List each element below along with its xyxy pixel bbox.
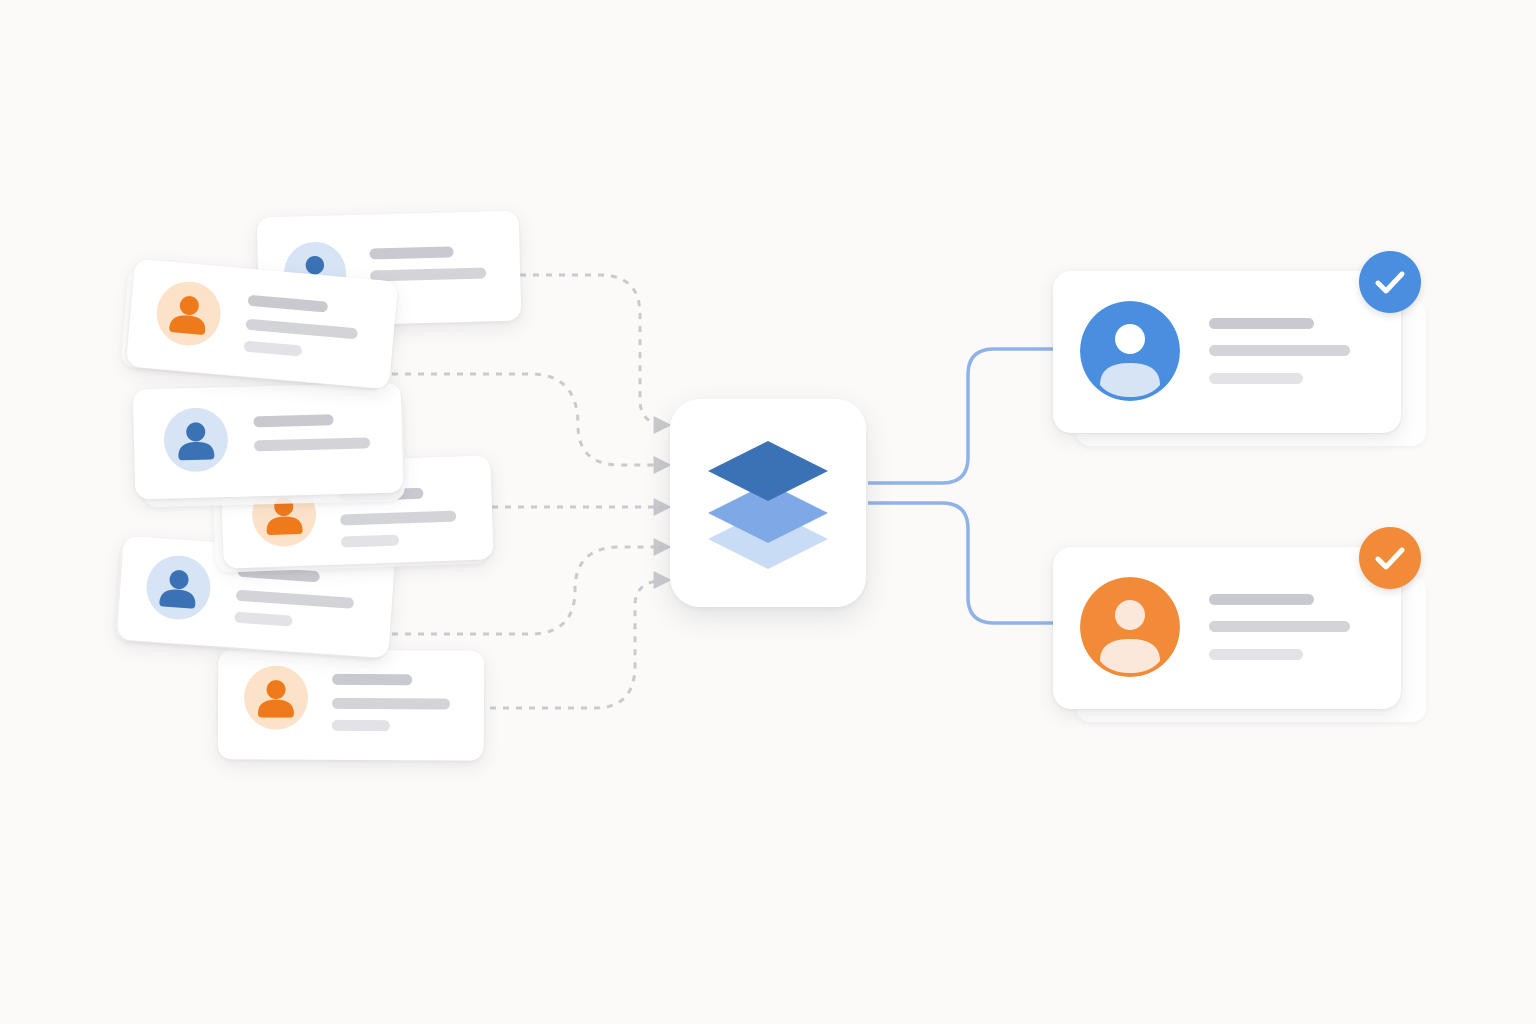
placeholder-line — [253, 437, 371, 452]
placeholder-line — [1209, 373, 1303, 384]
checkmark-icon — [1359, 251, 1421, 313]
user-icon — [144, 553, 212, 621]
user-icon — [1080, 301, 1180, 401]
placeholder-line — [340, 510, 457, 526]
placeholder-line — [247, 294, 329, 313]
user-icon — [1080, 577, 1180, 677]
solid-connector-top — [868, 347, 1055, 485]
placeholder-line — [1209, 345, 1350, 356]
merged-record-card-2 — [1053, 547, 1401, 709]
processing-hub — [670, 399, 866, 607]
merged-record-card-1 — [1053, 271, 1401, 433]
placeholder-line — [243, 340, 303, 357]
placeholder-line — [340, 534, 400, 548]
dashed-connector-1 — [520, 273, 672, 434]
dashed-connector-4 — [392, 538, 672, 636]
source-record-card-5 — [116, 535, 396, 659]
placeholder-line — [370, 267, 487, 282]
solid-connector-bottom — [868, 501, 1055, 625]
checkmark-icon — [1359, 527, 1421, 589]
placeholder-line — [1209, 621, 1350, 632]
user-icon — [163, 407, 229, 473]
source-record-card-3 — [132, 382, 404, 500]
dashed-connector-5 — [490, 571, 672, 710]
placeholder-line — [1209, 649, 1303, 660]
placeholder-line — [245, 318, 358, 340]
layers-icon — [708, 441, 828, 569]
user-icon — [154, 279, 223, 348]
placeholder-line — [1209, 318, 1314, 329]
placeholder-line — [369, 246, 454, 260]
placeholder-line — [253, 414, 334, 428]
dashed-connector-2 — [392, 372, 672, 474]
placeholder-line — [331, 719, 390, 732]
placeholder-line — [1209, 594, 1314, 605]
source-record-card-6 — [217, 649, 485, 761]
placeholder-line — [234, 611, 293, 627]
source-record-card-2 — [125, 258, 399, 390]
placeholder-line — [235, 589, 355, 609]
placeholder-line — [331, 697, 451, 710]
placeholder-line — [332, 673, 413, 686]
user-icon — [244, 665, 309, 730]
